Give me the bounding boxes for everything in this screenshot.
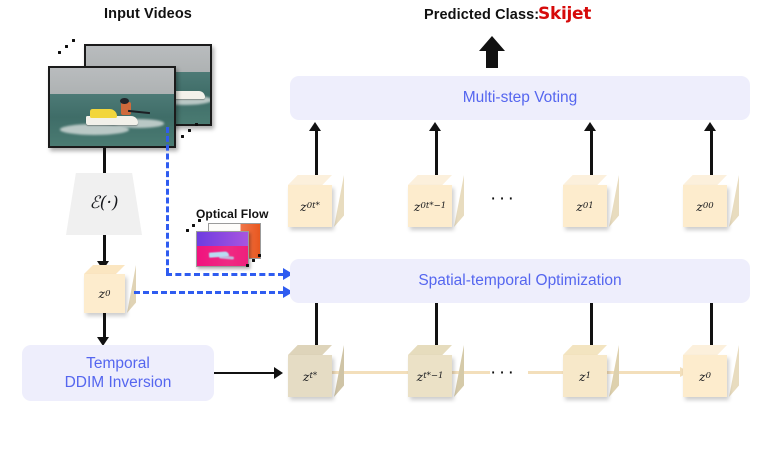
col3-upper-line [590, 130, 593, 182]
multi-step-voting-label: Multi-step Voting [462, 89, 578, 107]
temporal-ddim-inversion-panel[interactable]: Temporal DDIM Inversion [22, 345, 214, 401]
inversion-label-line1: Temporal [86, 354, 150, 372]
prediction-up-arrow [479, 36, 505, 68]
optical-flow-image-front [196, 231, 249, 267]
latent-to-inversion-arrowhead [97, 337, 109, 346]
col3-lower-line [590, 303, 593, 358]
video-to-optimization-dashed-arrowhead [283, 268, 293, 280]
col4-lower-line [710, 303, 713, 358]
top-row-ellipsis: ··· [490, 188, 517, 209]
chain-arrow-2-dots [450, 371, 490, 374]
col2-upper-arrowhead [429, 122, 441, 131]
video-to-optimization-dashed-horizontal [166, 273, 284, 276]
spatial-temporal-optimization-panel[interactable]: Spatial-temporal Optimization [290, 259, 750, 303]
multi-step-voting-panel[interactable]: Multi-step Voting [290, 76, 750, 120]
optical-flow-title: Optical Flow [196, 207, 269, 221]
latent-to-optimization-dashed-arrowhead [283, 286, 293, 298]
optical-flow-ellipsis-top [186, 218, 206, 234]
inversion-to-chain-arrowhead [274, 367, 283, 379]
col4-upper-arrowhead [704, 122, 716, 131]
inversion-to-chain-line [214, 372, 276, 375]
video-to-optimization-dashed-vertical [166, 127, 169, 274]
inversion-label-line2: DDIM Inversion [64, 374, 172, 391]
spatial-temporal-optimization-label: Spatial-temporal Optimization [418, 272, 622, 290]
encoder-to-latent-line [103, 235, 106, 263]
col2-lower-line [435, 303, 438, 358]
input-videos-title: Input Videos [104, 6, 192, 22]
col1-lower-line [315, 303, 318, 358]
col2-upper-line [435, 130, 438, 182]
chain-arrow-1-2 [330, 371, 410, 374]
video-ellipsis-top [58, 38, 82, 56]
chain-arrow-dots-3 [528, 371, 566, 374]
video-to-encoder-line [103, 148, 106, 174]
predicted-class-label: Predicted Class: [424, 7, 540, 23]
input-video-thumbnail-front [48, 66, 176, 148]
latent-to-optimization-dashed [134, 291, 284, 294]
optical-flow-ellipsis-bottom [246, 253, 266, 269]
chain-arrow-3-4 [605, 371, 683, 374]
bottom-row-ellipsis: ··· [490, 362, 517, 383]
col4-upper-line [710, 130, 713, 182]
latent-to-inversion-line [103, 313, 106, 339]
video-ellipsis-bottom [181, 122, 205, 140]
col3-upper-arrowhead [584, 122, 596, 131]
encoder-label: ℰ(·) [89, 193, 119, 213]
col1-upper-arrowhead [309, 122, 321, 131]
predicted-class-value: Skijet [538, 4, 592, 24]
col1-upper-line [315, 130, 318, 182]
encoder-block: ℰ(·) [66, 173, 142, 235]
